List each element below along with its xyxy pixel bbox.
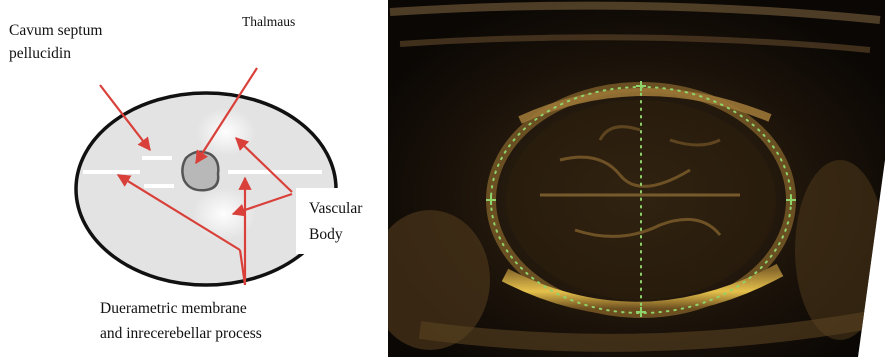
label-dura-line2: and inrecerebellar process	[100, 321, 262, 346]
label-cavum-line1: Cavum septum	[9, 19, 102, 42]
label-vascular-body: Vascular Body	[309, 196, 362, 248]
schematic-diagram	[76, 68, 396, 285]
label-dura-membrane: Duerametric membrane and inrecerebellar …	[100, 296, 262, 346]
label-vascular-line1: Vascular	[309, 196, 362, 222]
vascular-body-lower	[192, 188, 256, 240]
label-cavum-septum-pellucidum: Cavum septum pellucidin	[9, 19, 102, 65]
label-thalamus: Thalmaus	[242, 10, 295, 33]
label-cavum-line2: pellucidin	[9, 42, 102, 65]
label-vascular-line2: Body	[309, 222, 362, 248]
ultrasound-image	[370, 0, 885, 357]
label-dura-line1: Duerametric membrane	[100, 296, 262, 321]
